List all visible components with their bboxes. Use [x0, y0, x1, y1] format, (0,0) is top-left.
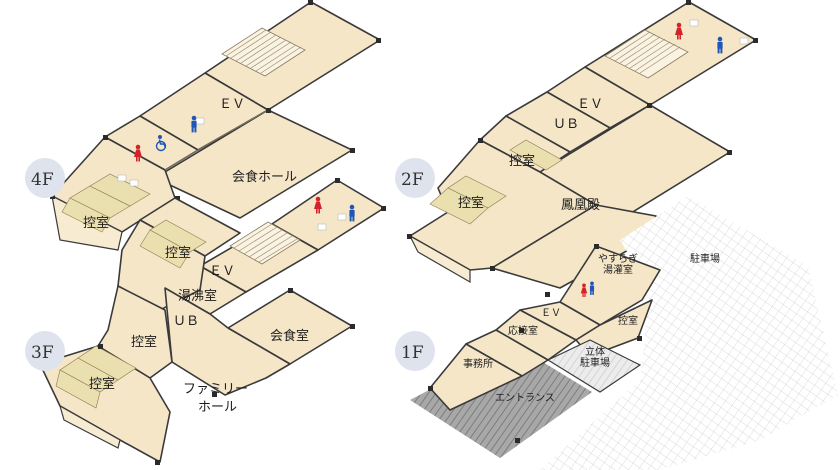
room-label-1f-ev: ＥＶ	[541, 308, 561, 319]
room-label-1f-yasuragi-1: やすらぎ	[598, 252, 638, 265]
room-label-2f-hououden: 鳳凰殿	[561, 198, 600, 213]
floor-badge-1f: 1F	[395, 331, 435, 371]
room-label-3f-kaishoku: 会食室	[270, 328, 309, 344]
room-label-3f-family-1: ファミリー	[183, 382, 248, 397]
tatami-3f	[55, 219, 207, 409]
room-label-1f-jimusho: 事務所	[463, 357, 493, 370]
room-label-3f-family-2: ホール	[198, 400, 237, 415]
room-label-2f-hikae-b: 控室	[458, 195, 484, 211]
floor-2f: ＥＶ ＵＢ 控室 控室 鳳凰殿	[407, 0, 758, 289]
room-label-3f-ev: ＥＶ	[209, 264, 235, 279]
parking-lot	[540, 196, 838, 470]
room-label-1f-hikae: 控室	[618, 314, 638, 327]
floor-3f: 控室 ＥＶ 湯沸室 ＵＢ 控室 会食室 控室 ファミリー ホール	[39, 178, 386, 465]
svg-text:2F: 2F	[401, 170, 424, 190]
room-label-2f-ev: ＥＶ	[577, 97, 603, 112]
tatami-2f	[429, 139, 563, 225]
tatami-4f	[61, 173, 151, 233]
room-label-3f-ub: ＵＢ	[173, 314, 199, 329]
room-label-1f-entrance: エントランス	[495, 392, 555, 404]
room-label-2f-hikae-a: 控室	[509, 153, 535, 169]
room-label-1f-parking: 駐車場	[690, 252, 720, 265]
floor-4f: ＥＶ 会食ホール 控室	[50, 0, 381, 251]
stairs-4f	[221, 27, 306, 77]
floor-badge-2f: 2F	[395, 158, 435, 198]
stairs-3f	[229, 221, 301, 265]
room-label-3f-hikae-b: 控室	[131, 334, 157, 350]
room-label-2f-ub: ＵＢ	[553, 117, 579, 132]
svg-text:3F: 3F	[31, 343, 54, 363]
entrance-paving	[410, 345, 592, 458]
stairs-2f	[604, 29, 689, 79]
room-label-3f-hikae-c: 控室	[89, 376, 115, 392]
floor-badge-3f: 3F	[25, 331, 65, 371]
svg-text:4F: 4F	[31, 170, 54, 190]
room-label-3f-hikae-a: 控室	[165, 245, 191, 261]
accessible-toilet-icon	[155, 135, 167, 152]
floor-badge-4f: 4F	[25, 158, 65, 198]
room-label-4f-hikae: 控室	[83, 215, 109, 231]
room-label-4f-hall: 会食ホール	[232, 169, 297, 185]
room-label-1f-ousetsu: 応接室	[508, 324, 538, 337]
room-label-1f-tachi-1: 立体	[585, 345, 605, 358]
room-label-1f-yasuragi-2: 湯灌室	[603, 263, 633, 276]
room-label-3f-yuwakashi: 湯沸室	[178, 288, 217, 304]
svg-text:1F: 1F	[401, 343, 424, 363]
floor-1f: やすらぎ 湯灌室 ＥＶ 応接室 控室 事務所 立体 駐車場 エントランス 駐車場	[410, 196, 838, 470]
room-label-4f-ev: ＥＶ	[219, 97, 245, 112]
room-label-1f-tachi-2: 駐車場	[580, 356, 610, 369]
